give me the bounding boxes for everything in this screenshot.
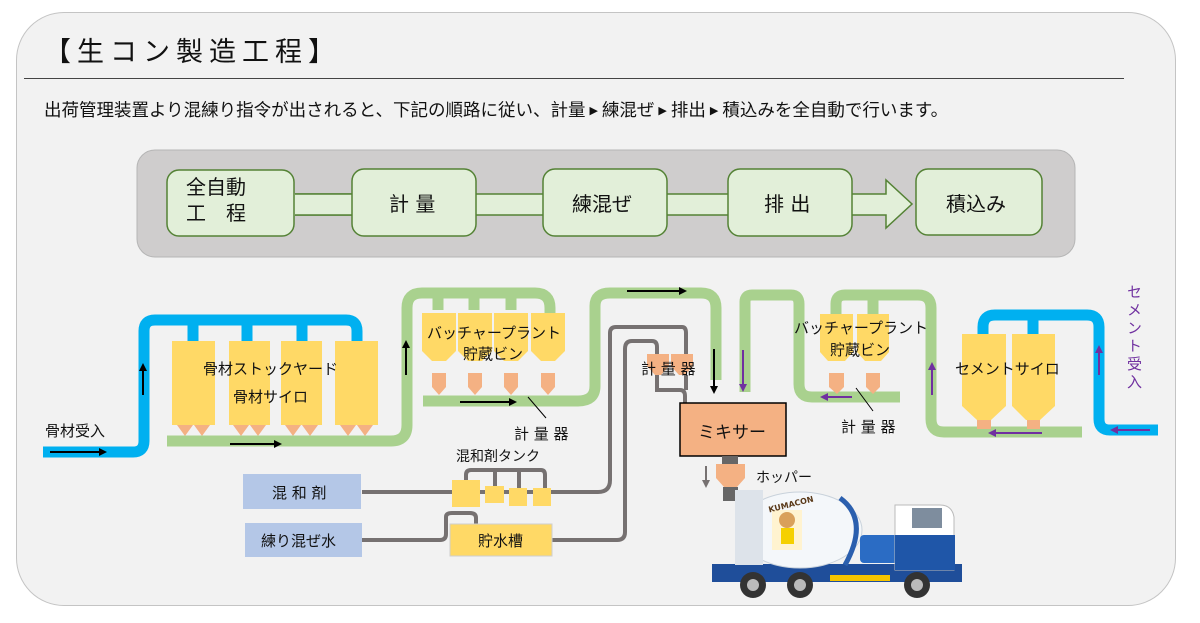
- batcher-bin-right-sub-label: 貯蔵ビン: [830, 341, 891, 359]
- hopper-shape: [716, 464, 745, 487]
- triangle-right-icon: ▶: [658, 104, 667, 117]
- aggregate-silos: [172, 341, 378, 436]
- flow-connectors: [292, 178, 914, 230]
- aggregate-intake-label: 骨材受入: [45, 422, 106, 440]
- mixer-box: [679, 402, 787, 457]
- intro-part-4: 積込みを全自動で行います。: [722, 101, 949, 121]
- intro-part-3: 排出: [670, 101, 706, 121]
- aggregate-conveyor: [43, 314, 363, 458]
- step-weighing: [351, 168, 477, 237]
- step-loading-label: 積込み: [946, 192, 1006, 216]
- step-label-line: 工 程: [186, 201, 246, 225]
- step-auto-process: [166, 169, 295, 237]
- water-tank-label: 貯水槽: [478, 532, 524, 550]
- step-weighing-label: 計 量: [389, 192, 436, 216]
- scale-right-label: 計 量 器: [841, 418, 896, 436]
- mixer-truck-image: [712, 490, 962, 598]
- hopper-chute: [723, 487, 738, 501]
- scale-center-label: 計 量 器: [641, 360, 696, 378]
- step-discharge: [727, 168, 853, 237]
- intro-text: 出荷管理装置より混練り指令が出されると、下記の順路に従い、計量▶練混ぜ▶排出▶積…: [44, 97, 948, 122]
- batcher-bins-left: [422, 313, 565, 395]
- step-label-line: 全自動: [186, 175, 246, 199]
- gray-pipes: [362, 325, 688, 542]
- step-loading: [915, 168, 1043, 236]
- cement-green-conveyor: [739, 289, 1082, 438]
- triangle-right-icon: ▶: [589, 104, 598, 117]
- cement-silo-label: セメントサイロ: [955, 360, 1060, 378]
- leader-line: [527, 396, 547, 419]
- hopper-label: ホッパー: [756, 470, 812, 486]
- cement-silos: [962, 334, 1055, 429]
- center-scale: [647, 354, 693, 375]
- aggregate-green-conveyor: [167, 287, 722, 447]
- admixture-label: 混 和 剤: [272, 484, 327, 502]
- aggregate-yard-label: 骨材ストックヤード: [203, 360, 339, 378]
- admixture-source-box: [243, 474, 361, 509]
- flow-steps: [166, 168, 1043, 237]
- intro-part-2: 練混ぜ: [601, 101, 655, 121]
- mixer-chute: [722, 456, 738, 464]
- step-discharge-label: 排 出: [764, 192, 811, 216]
- mixing-water-label: 練り混ぜ水: [261, 532, 337, 550]
- batcher-bin-left-sub-label: 貯蔵ビン: [463, 345, 524, 363]
- intro-part-1: 出荷管理装置より混練り指令が出されると、下記の順路に従い、計量: [44, 101, 586, 121]
- title-divider: [24, 78, 1124, 79]
- admixture-tanks: [452, 480, 551, 507]
- step-mixing-label: 練混ぜ: [572, 192, 632, 216]
- cement-intake-label: セメント受入: [1125, 284, 1143, 392]
- leader-line: [855, 387, 874, 412]
- triangle-right-icon: ▶: [709, 104, 719, 117]
- batcher-bin-right-label: バッチャープラント: [794, 319, 928, 337]
- batcher-bin-left-label: バッチャープラント: [427, 324, 561, 342]
- mixer-label: ミキサー: [698, 423, 766, 443]
- water-tank-box: [449, 523, 553, 557]
- page-title: 【生コン製造工程】: [44, 37, 341, 68]
- step-mixing: [542, 168, 668, 237]
- scale-left-label: 計 量 器: [514, 425, 569, 443]
- batcher-bins-right: [820, 314, 889, 394]
- aggregate-silo-label: 骨材サイロ: [233, 388, 309, 406]
- water-source-box: [245, 523, 362, 557]
- admixture-tank-label: 混和剤タンク: [456, 449, 540, 465]
- cement-blue-conveyor: [977, 309, 1158, 436]
- step-auto-process-label: 全自動工 程: [186, 174, 246, 226]
